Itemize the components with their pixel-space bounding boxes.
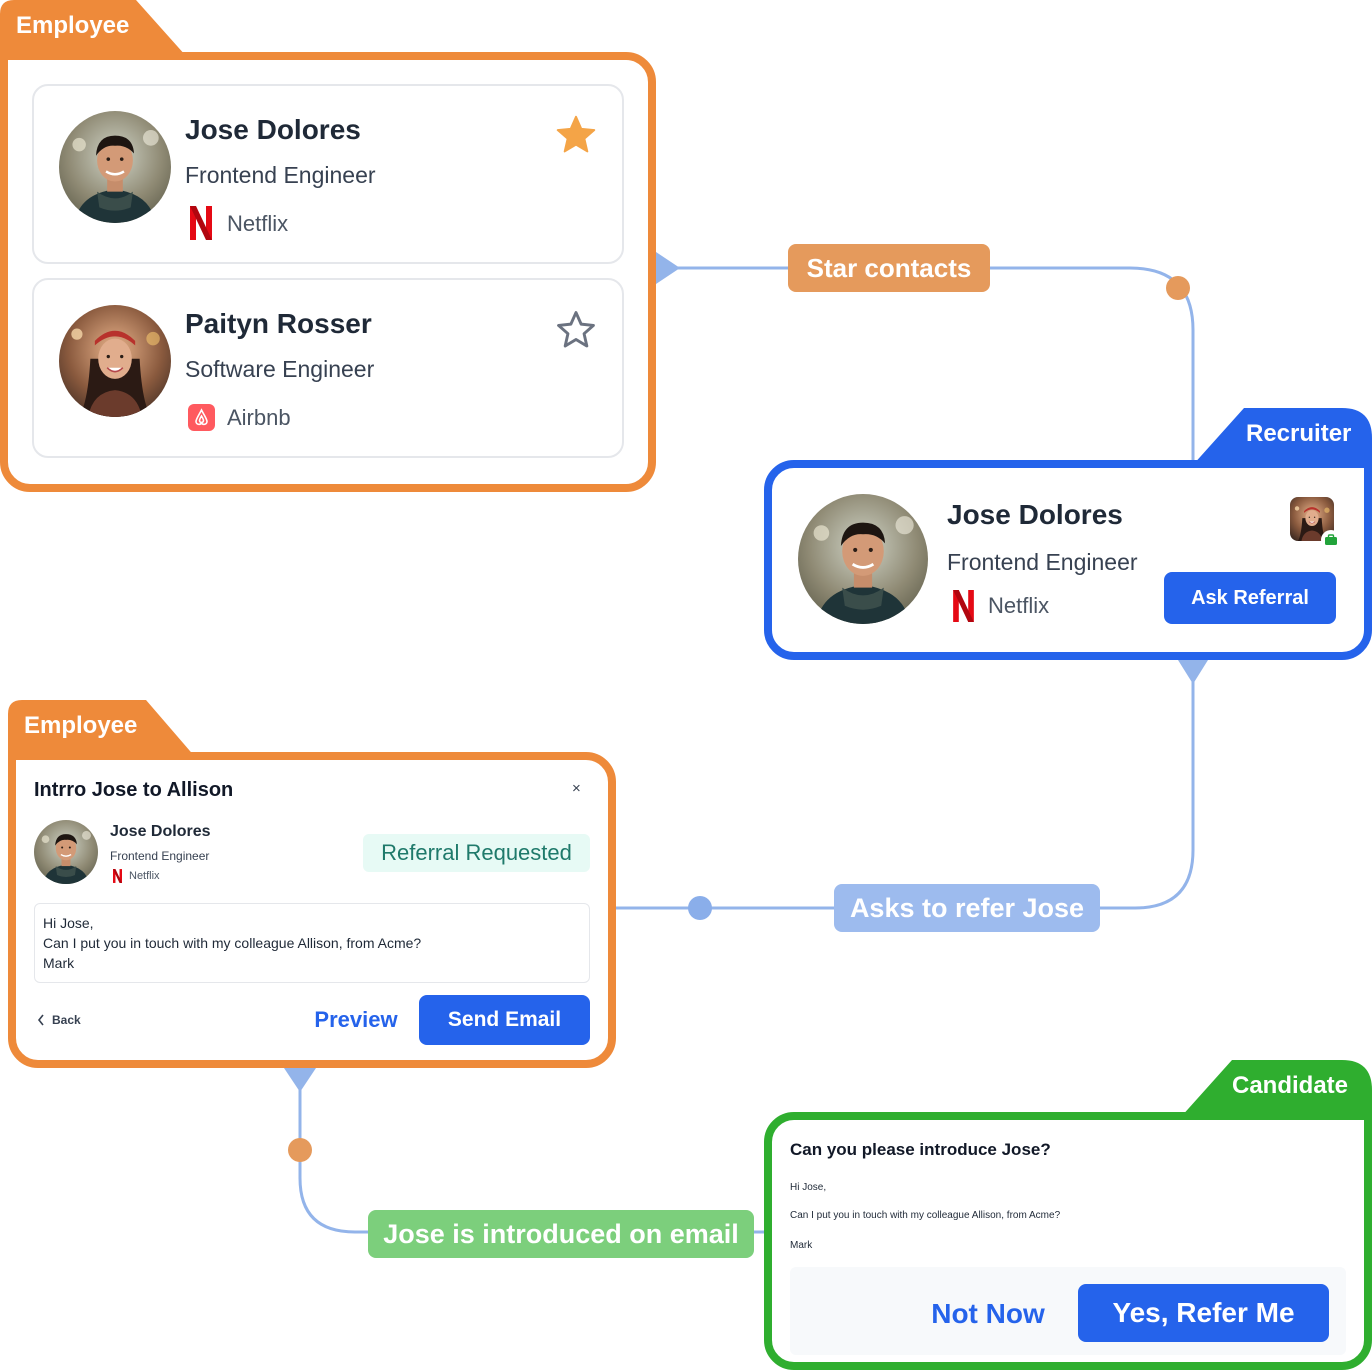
connector-arrow xyxy=(1178,660,1208,684)
contact-name: Paityn Rosser xyxy=(185,308,372,339)
preview-button[interactable]: Preview xyxy=(314,1007,398,1032)
employee-tab-label: Employee xyxy=(24,708,137,744)
edge-label-star-contacts: Star contacts xyxy=(788,244,990,292)
contact-role: Software Engineer xyxy=(185,356,375,382)
star-outline-icon[interactable] xyxy=(553,308,599,352)
intro-contact-role: Frontend Engineer xyxy=(110,849,210,863)
close-icon[interactable]: × xyxy=(572,780,581,797)
yes-refer-me-button[interactable]: Yes, Refer Me xyxy=(1078,1284,1329,1342)
connector-node xyxy=(688,896,712,920)
tab-label: Recruiter xyxy=(1246,420,1352,447)
email-message-box[interactable] xyxy=(34,903,590,983)
intro-email-title: Intrro Jose to Allison xyxy=(34,779,234,801)
connector-arrow xyxy=(656,252,680,284)
avatar xyxy=(59,111,171,223)
connector-node xyxy=(288,1138,312,1162)
briefcase-badge-icon xyxy=(1321,530,1341,550)
intro-contact-name: Jose Dolores xyxy=(110,823,211,840)
recruiter-contact-company: Netflix xyxy=(988,593,1050,618)
netflix-logo-icon xyxy=(953,590,974,622)
avatar xyxy=(798,494,928,624)
edge-label-introduced: Jose is introduced on email xyxy=(368,1210,754,1258)
recruiter-tab-label: Recruiter xyxy=(1246,416,1351,452)
message-line: Can I put you in touch with my colleague… xyxy=(43,935,422,951)
netflix-logo-icon xyxy=(113,869,122,883)
airbnb-logo-icon xyxy=(188,404,215,431)
employee-tab-shape xyxy=(8,700,196,758)
message-line: Hi Jose, xyxy=(43,915,94,931)
recruiter-contact-role: Frontend Engineer xyxy=(947,549,1138,575)
contact-name: Jose Dolores xyxy=(185,114,361,145)
tab-label: Employee xyxy=(16,12,130,39)
avatar xyxy=(59,305,171,417)
candidate-email-title: Can you please introduce Jose? xyxy=(790,1140,1051,1159)
candidate-tab-shape xyxy=(1180,1060,1372,1118)
ask-referral-button[interactable]: Ask Referral xyxy=(1164,572,1336,624)
contact-company: Netflix xyxy=(227,211,289,236)
send-email-button[interactable]: Send Email xyxy=(419,995,590,1045)
candidate-message-line: Can I put you in touch with my colleague… xyxy=(790,1210,1061,1221)
employee-tab-label: Employee xyxy=(16,8,129,44)
contact-role: Frontend Engineer xyxy=(185,162,376,188)
candidate-message-line: Hi Jose, xyxy=(790,1182,827,1193)
candidate-tab-label: Candidate xyxy=(1232,1068,1348,1104)
chevron-left-icon[interactable] xyxy=(37,1014,45,1026)
tab-label: Candidate xyxy=(1232,1072,1349,1099)
intro-contact-company: Netflix xyxy=(129,870,160,882)
avatar xyxy=(34,820,98,884)
edge-label-asks-to-refer: Asks to refer Jose xyxy=(834,884,1100,932)
tab-label: Employee xyxy=(24,712,138,739)
employee-tab-shape xyxy=(0,0,186,56)
candidate-message-line: Mark xyxy=(790,1240,813,1251)
status-badge: Referral Requested xyxy=(363,834,590,872)
recruiter-contact-name: Jose Dolores xyxy=(947,499,1123,530)
connector-node xyxy=(1166,276,1190,300)
contact-company: Airbnb xyxy=(227,405,291,430)
back-link[interactable]: Back xyxy=(52,1013,81,1027)
netflix-logo-icon xyxy=(190,206,212,240)
star-filled-icon[interactable] xyxy=(553,113,599,157)
recruiter-tab-shape xyxy=(1192,408,1372,466)
connector-arrow xyxy=(284,1068,316,1092)
not-now-button[interactable]: Not Now xyxy=(931,1298,1045,1329)
message-line: Mark xyxy=(43,955,75,971)
